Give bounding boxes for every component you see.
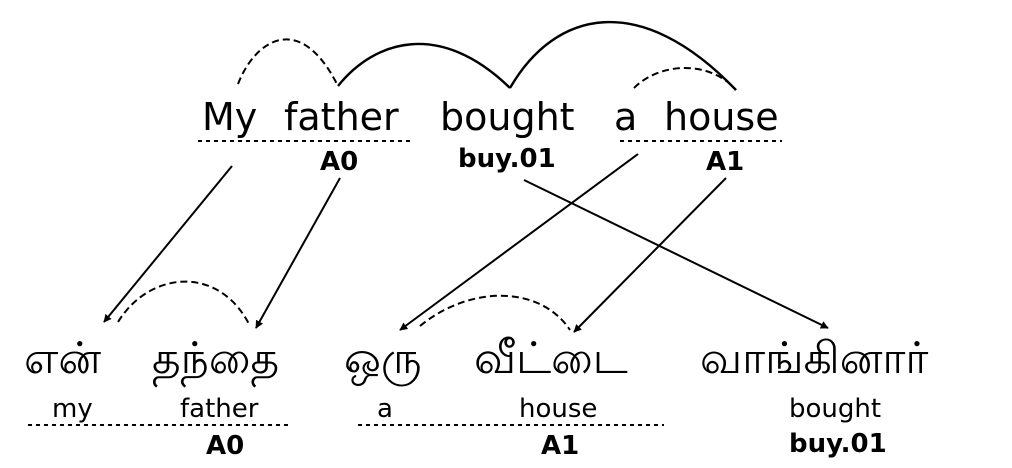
ta-word-tanthai: தந்தை — [152, 333, 279, 388]
ta-gloss-a: a — [377, 394, 393, 424]
en-label-predicate: buy.01 — [458, 144, 556, 174]
en-dep-arc-my-father — [237, 38, 339, 87]
ta-gloss-house: house — [519, 394, 597, 424]
align-arrow-a — [399, 153, 639, 331]
ta-gloss-my: my — [52, 394, 93, 424]
ta-word-vaankinaar: வாங்கினார் — [700, 333, 928, 384]
en-label-arg0: A0 — [320, 147, 358, 177]
ta-gloss-father: father — [180, 394, 259, 424]
align-arrow-bought — [523, 179, 829, 329]
en-word-my: My — [202, 95, 257, 139]
en-dep-arc-father-bought — [337, 42, 511, 89]
ta-gloss-bought: bought — [789, 394, 881, 424]
ta-label-predicate: buy.01 — [789, 429, 887, 459]
ta-dep-arc-oru-veettai — [419, 294, 571, 331]
en-word-bought: bought — [440, 95, 575, 139]
ta-label-arg1: A1 — [541, 431, 579, 461]
ta-dep-arc-en-tanthai — [117, 280, 251, 327]
ta-word-veettai: வீட்டை — [474, 333, 628, 384]
align-arrow-father — [255, 177, 341, 329]
en-dep-arc-bought-house — [508, 21, 737, 91]
en-label-arg1: A1 — [706, 147, 744, 177]
en-dep-arc-a-house — [633, 67, 737, 91]
ta-label-arg0: A0 — [206, 431, 244, 461]
align-arrow-house — [573, 177, 727, 333]
en-word-father: father — [284, 95, 399, 139]
align-arrow-my — [103, 165, 233, 323]
ta-word-oru: ஒரு — [344, 333, 422, 387]
ta-word-en: என் — [24, 333, 101, 384]
en-word-house: house — [664, 95, 779, 139]
en-word-a: a — [614, 95, 637, 139]
